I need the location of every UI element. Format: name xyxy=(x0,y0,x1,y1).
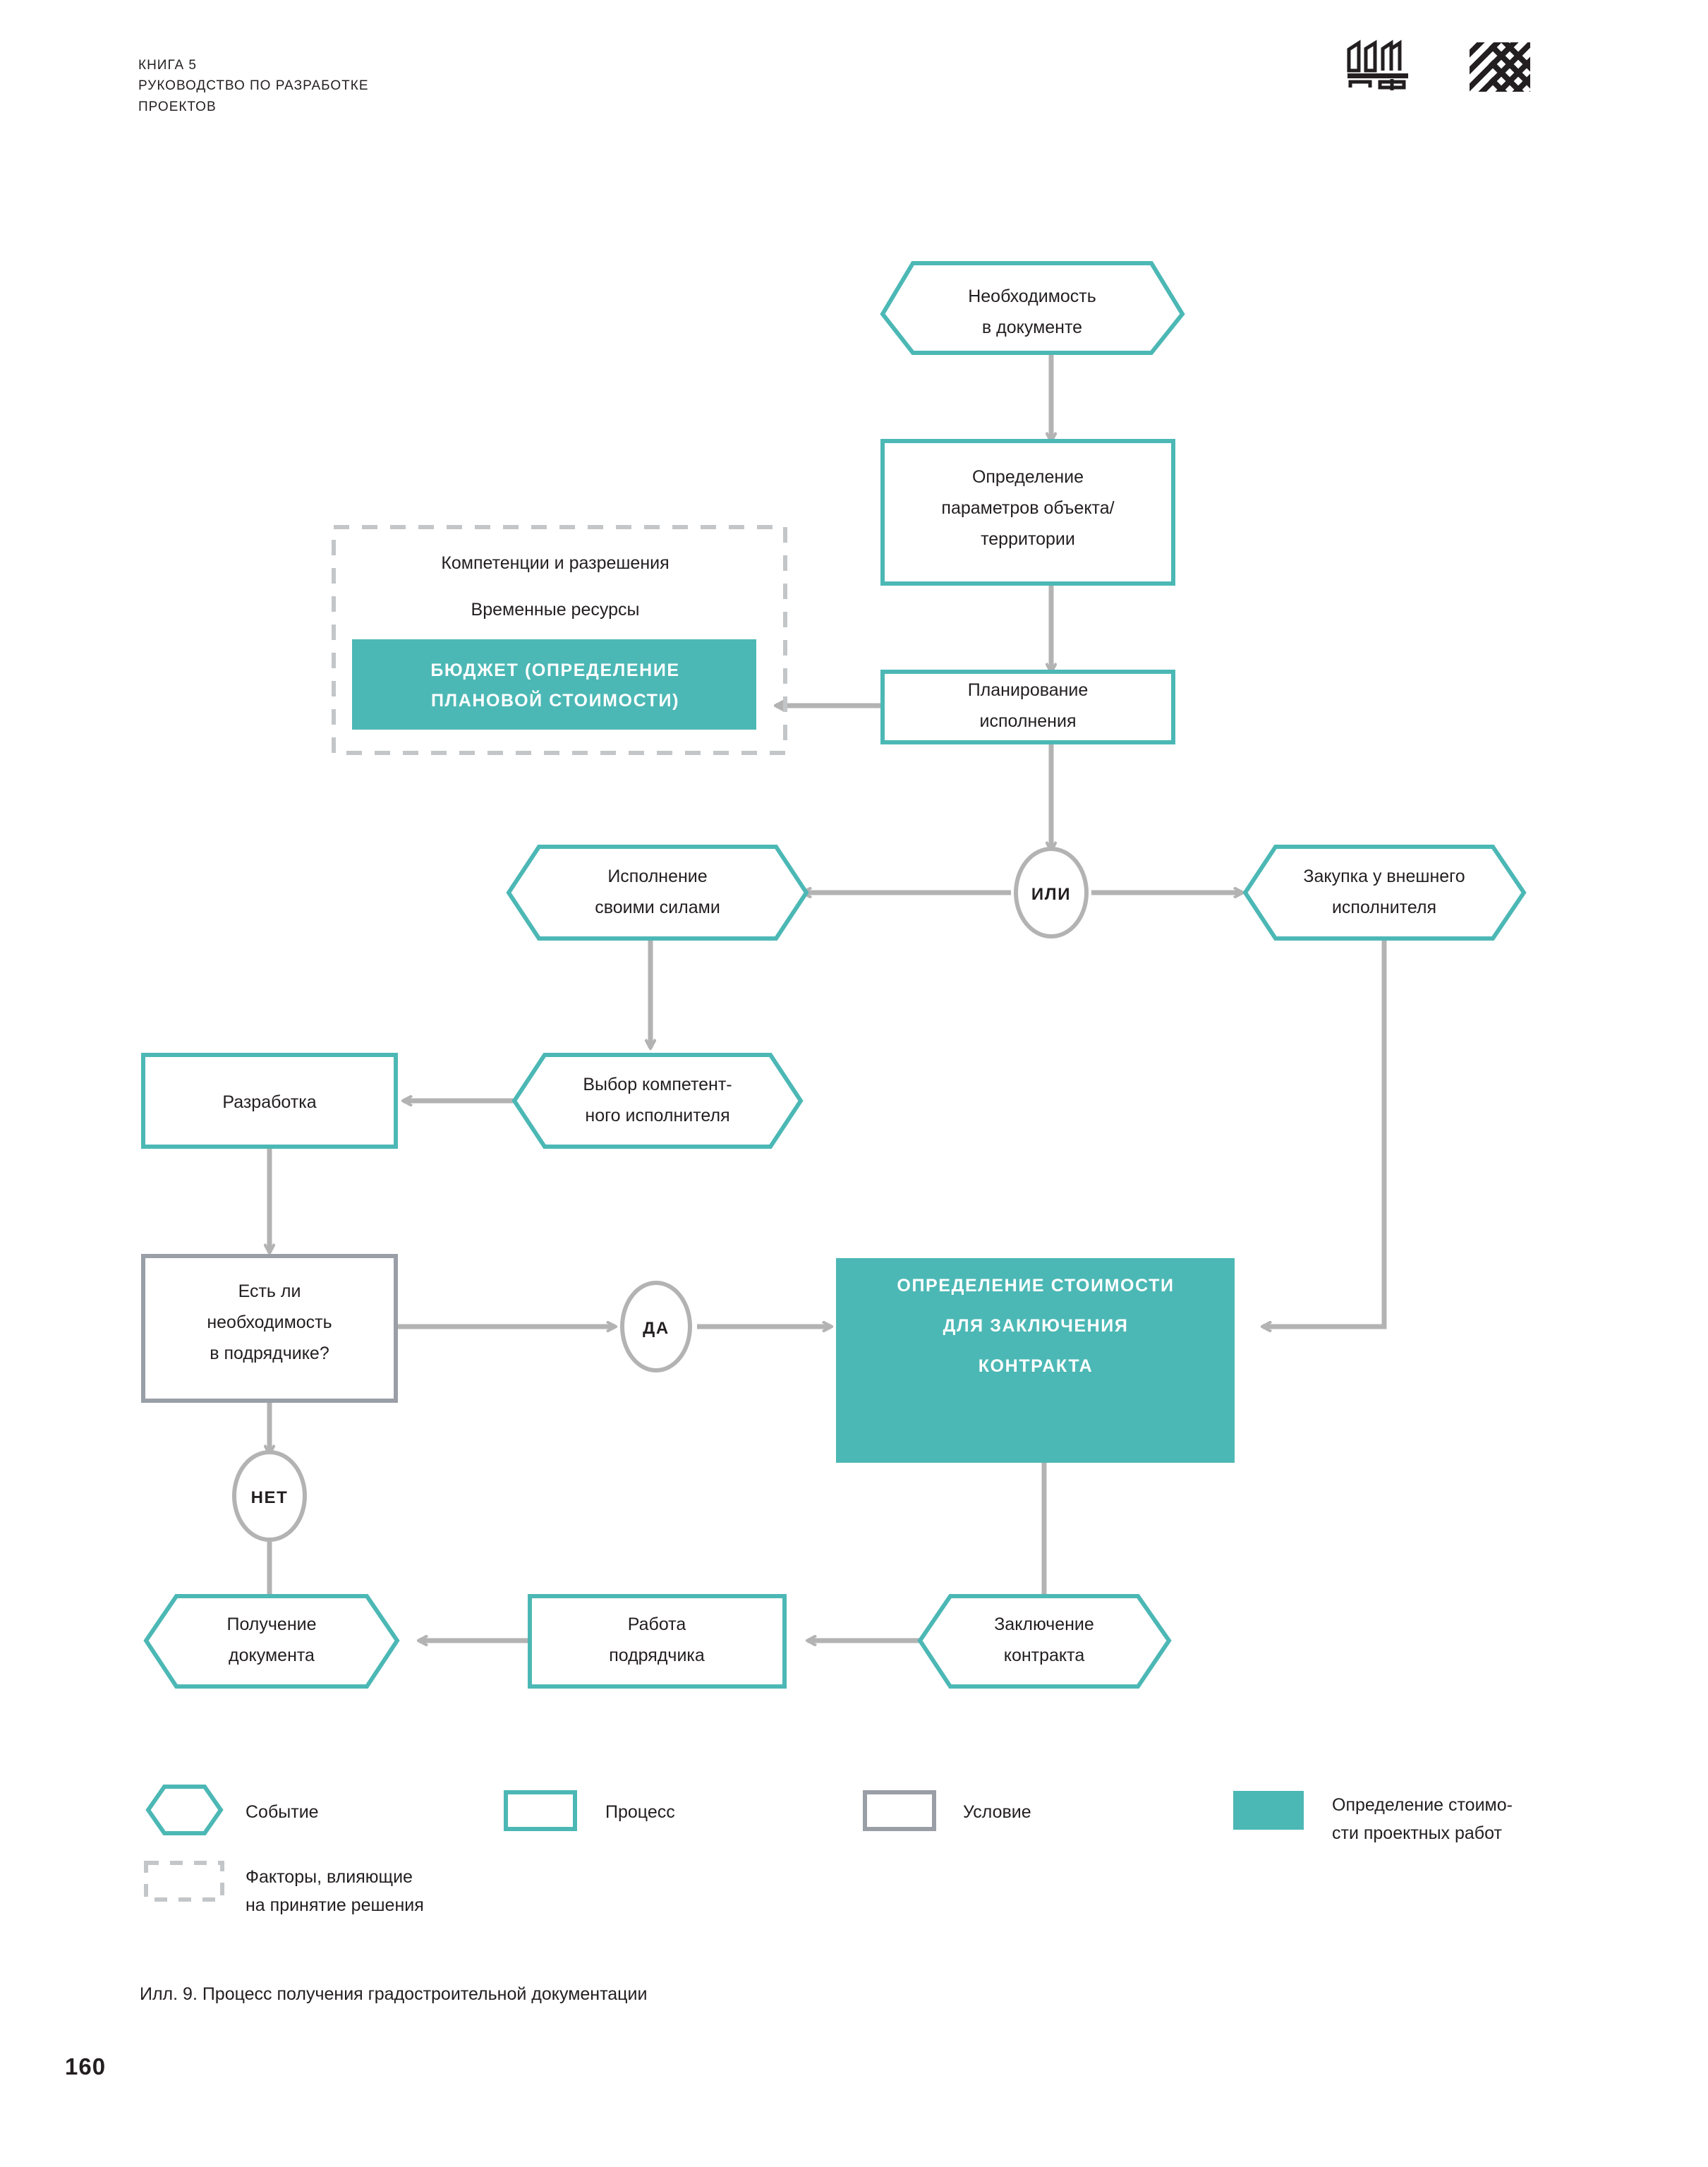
page-number: 160 xyxy=(65,2053,107,2080)
node-receive-document-line-2: документа xyxy=(229,1646,315,1665)
legend-swatch-process xyxy=(504,1790,577,1831)
node-define-parameters[interactable] xyxy=(880,439,1175,586)
gateway-no-label: НЕТ xyxy=(251,1488,289,1507)
node-receive-document[interactable] xyxy=(143,1594,400,1689)
dom-rf-logo-icon xyxy=(1345,40,1412,94)
node-need-document[interactable] xyxy=(880,261,1185,355)
node-contractor-needed-condition[interactable] xyxy=(141,1254,398,1403)
node-contractor-work[interactable] xyxy=(528,1594,787,1689)
node-execution-planning[interactable] xyxy=(880,670,1175,744)
factor-competencies-label: Компетенции и разрешения xyxy=(441,553,669,573)
node-select-contractor-line-2: ного исполнителя xyxy=(585,1106,729,1125)
node-contract-conclusion-line-2: контракта xyxy=(1004,1646,1085,1665)
node-contract-conclusion-line-1: Заключение xyxy=(994,1614,1094,1634)
header-line-1: КНИГА 5 xyxy=(138,58,197,73)
legend-label-cost-line-1: Определение стоимо- xyxy=(1332,1795,1513,1815)
node-need-document-line-1: Необходимость xyxy=(968,286,1096,306)
budget-line-1: БЮДЖЕТ (ОПРЕДЕЛЕНИЕ xyxy=(430,660,679,680)
legend-swatch-condition xyxy=(863,1790,936,1831)
node-define-parameters-line-2: параметров объекта/ xyxy=(941,498,1114,518)
node-execution-planning-line-1: Планирование xyxy=(968,680,1089,700)
factor-time-label: Временные ресурсы xyxy=(471,600,640,620)
legend-label-factors-line-2: на принятие решения xyxy=(246,1895,424,1915)
node-external-procurement-line-2: исполнителя xyxy=(1332,898,1436,917)
figure-caption: Илл. 9. Процесс получения градостроитель… xyxy=(140,1984,648,2004)
legend-label-process: Процесс xyxy=(605,1802,675,1822)
node-cost-for-contract-line-1: ОПРЕДЕЛЕНИЕ СТОИМОСТИ xyxy=(897,1276,1174,1296)
node-contractor-work-line-1: Работа xyxy=(628,1614,686,1634)
header-line-2: РУКОВОДСТВО ПО РАЗРАБОТКЕ xyxy=(138,78,369,94)
header-line-3: ПРОЕКТОВ xyxy=(138,99,217,114)
gateway-no[interactable] xyxy=(232,1450,307,1542)
budget-line-2: ПЛАНОВОЙ СТОИМОСТИ) xyxy=(431,689,679,711)
node-external-procurement-line-1: Закупка у внешнего xyxy=(1303,867,1465,886)
node-own-execution[interactable] xyxy=(506,845,809,941)
node-contractor-needed-line-3: в подрядчике? xyxy=(210,1344,329,1363)
node-contractor-needed-line-1: Есть ли xyxy=(238,1281,301,1301)
node-contractor-needed-line-2: необходимость xyxy=(207,1312,332,1332)
node-receive-document-line-1: Получение xyxy=(226,1614,316,1634)
node-need-document-line-2: в документе xyxy=(982,318,1082,337)
node-cost-for-contract-line-3: КОНТРАКТА xyxy=(979,1356,1094,1376)
legend-label-cost-line-2: сти проектных работ xyxy=(1332,1823,1502,1843)
legend-label-event: Событие xyxy=(246,1802,319,1822)
node-external-procurement[interactable] xyxy=(1242,845,1527,941)
node-select-contractor-line-1: Выбор компетент- xyxy=(583,1075,732,1094)
gateway-or[interactable] xyxy=(1014,847,1089,938)
running-header: КНИГА 5 РУКОВОДСТВО ПО РАЗРАБОТКЕ ПРОЕКТ… xyxy=(138,55,369,117)
node-contractor-work-line-2: подрядчика xyxy=(609,1646,705,1665)
legend-label-factors-line-1: Факторы, влияющие xyxy=(246,1867,413,1887)
legend-label-condition: Условие xyxy=(963,1802,1031,1822)
connector-group xyxy=(269,353,1387,1641)
legend-swatch-cost xyxy=(1233,1791,1304,1830)
gateway-or-label: ИЛИ xyxy=(1031,885,1071,904)
node-execution-planning-line-2: исполнения xyxy=(980,711,1077,731)
node-cost-for-contract[interactable] xyxy=(836,1258,1235,1463)
gateway-yes-label: ДА xyxy=(643,1319,670,1338)
gateway-yes[interactable] xyxy=(620,1281,692,1372)
node-define-parameters-line-1: Определение xyxy=(972,467,1084,487)
node-define-parameters-line-3: территории xyxy=(981,529,1075,549)
node-cost-for-contract-line-2: ДЛЯ ЗАКЛЮЧЕНИЯ xyxy=(943,1316,1129,1336)
hatch-pattern-logo-icon xyxy=(1470,42,1530,95)
legend-swatch-factors xyxy=(144,1861,224,1902)
node-contract-conclusion[interactable] xyxy=(917,1594,1172,1689)
node-own-execution-line-1: Исполнение xyxy=(607,867,707,886)
edge-n5-n9 xyxy=(1263,938,1387,1327)
node-own-execution-line-2: своими силами xyxy=(595,898,720,917)
node-select-contractor[interactable] xyxy=(511,1053,804,1149)
node-development-label: Разработка xyxy=(222,1092,316,1112)
factors-dashed-box xyxy=(332,525,787,755)
node-development[interactable] xyxy=(141,1053,398,1149)
budget-cost-box[interactable] xyxy=(352,639,756,730)
legend-swatch-event xyxy=(145,1785,224,1835)
